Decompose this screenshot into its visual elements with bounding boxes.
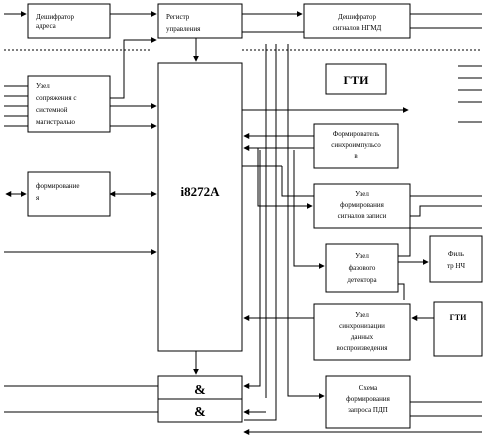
control-register: Регистр управления [166, 13, 201, 33]
read-sync-node-line-2: синхронизации [339, 322, 385, 330]
lpf-line-1: Филь [448, 250, 464, 258]
sync-former-line-1: Формирователь [333, 130, 380, 138]
phase-detector-node-box [325, 243, 399, 293]
lpf-line-2: тр НЧ [447, 262, 465, 270]
write-signal-node-box [313, 183, 411, 229]
gti-bottom-label: ГТИ [450, 313, 467, 322]
lpf-box [429, 235, 483, 283]
bus-interface-line-3: системной [36, 106, 68, 114]
ngmd-decoder: Дешифратор сигналов НГМД [333, 13, 382, 32]
sync-former-box [313, 123, 399, 169]
write-signal-node-line-3: сигналов записи [338, 212, 387, 220]
ngmd-decoder-line-2: сигналов НГМД [333, 24, 382, 32]
gti-bottom-box [433, 301, 483, 357]
bus-interface-line-1: Узел [36, 82, 50, 90]
formirovanie-line-1: формирование [36, 182, 80, 190]
addr-decoder-line-1: Дешифратор [36, 13, 75, 21]
ngmd-decoder-box [303, 3, 411, 39]
pdp-request-node-line-2: формирования [346, 395, 390, 403]
phase-detector-node-line-3: детектора [347, 276, 377, 284]
controller-label: i8272A [181, 184, 221, 199]
lpf: Филь тр НЧ [447, 250, 465, 270]
pdp-request-node: Схема формирования запроса ПДП [346, 384, 390, 414]
control-register-box [157, 3, 243, 39]
bus-interface-line-2: сопряжения с [36, 94, 77, 102]
sync-former-line-2: синхроимпульсо [331, 141, 381, 149]
and-gate-2-label: & [194, 405, 206, 420]
addr-decoder-line-2: адреса [36, 22, 57, 30]
ngmd-decoder-line-1: Дешифратор [338, 13, 377, 21]
control-register-line-1: Регистр [166, 13, 190, 21]
read-sync-node-line-4: воспроизведения [337, 344, 389, 352]
controller-box [157, 62, 243, 352]
sync-former-line-3: в [354, 152, 358, 160]
phase-detector-node-line-2: фазового [349, 264, 376, 272]
sync-former: Формирователь синхроимпульсо в [331, 130, 381, 160]
write-signal-node-line-2: формирования [340, 201, 384, 209]
read-sync-node: Узел синхронизации данных воспроизведени… [337, 311, 389, 352]
write-signal-node: Узел формирования сигналов записи [338, 190, 387, 220]
gti-top-label: ГТИ [344, 73, 370, 87]
read-sync-node-line-1: Узел [355, 311, 369, 319]
write-signal-node-line-1: Узел [355, 190, 369, 198]
pdp-request-node-line-3: запроса ПДП [348, 406, 388, 414]
pdp-request-node-line-1: Схема [359, 384, 378, 392]
read-sync-node-box [313, 303, 411, 361]
control-register-line-2: управления [166, 25, 201, 33]
and-gate-1-label: & [194, 383, 206, 398]
formirovanie: формирование я [36, 182, 80, 202]
formirovanie-line-2: я [36, 194, 40, 202]
bus-interface-line-4: магистралью [36, 118, 75, 126]
phase-detector-node: Узел фазового детектора [347, 252, 377, 284]
bus-interface-box [27, 75, 111, 133]
read-sync-node-line-3: данных [351, 333, 374, 341]
bus-interface: Узел сопряжения с системной магистралью [36, 82, 77, 126]
gti-top-box [325, 63, 387, 95]
formirovanie-box [27, 171, 111, 217]
phase-detector-node-line-1: Узел [355, 252, 369, 260]
addr-decoder: Дешифратор адреса [36, 13, 75, 30]
addr-decoder-box [27, 3, 111, 39]
